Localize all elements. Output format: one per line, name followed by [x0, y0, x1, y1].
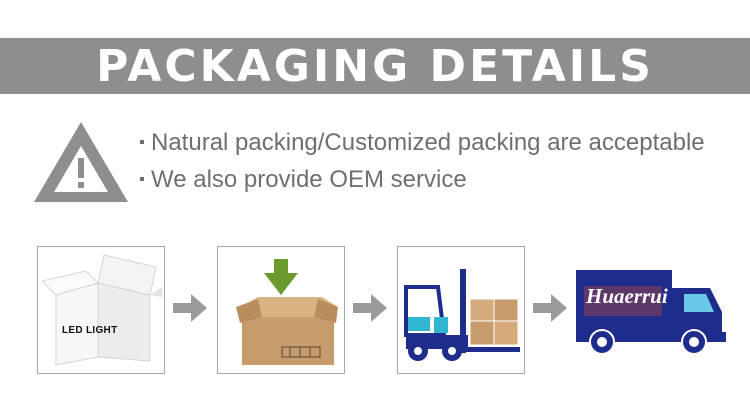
page-title: PACKAGING DETAILS	[96, 40, 654, 92]
arrow-right-icon	[533, 294, 567, 322]
bullet-icon	[140, 139, 144, 144]
note-item: We also provide OEM service	[138, 165, 738, 202]
header-banner: PACKAGING DETAILS	[0, 38, 750, 94]
bullet-icon	[140, 176, 144, 181]
carton-box-icon	[236, 259, 338, 365]
step-forklift	[397, 246, 525, 374]
arrow-right-icon	[353, 294, 387, 322]
note-item: Natural packing/Customized packing are a…	[138, 128, 738, 165]
down-arrow-icon	[264, 259, 298, 295]
note-text: We also provide OEM service	[151, 166, 467, 193]
truck-brand-text: Huaerrui	[586, 284, 668, 308]
step-carton-box	[217, 246, 345, 374]
forklift-icon	[404, 269, 520, 361]
step-delivery-truck: Huaerrui	[574, 262, 740, 358]
step-led-box: LED LIGHT	[37, 246, 165, 374]
box-label: LED LIGHT	[62, 325, 118, 336]
warning-triangle-icon	[34, 122, 128, 202]
arrow-right-icon	[173, 294, 207, 322]
note-text: Natural packing/Customized packing are a…	[151, 129, 705, 156]
white-box-icon	[38, 247, 164, 373]
delivery-truck-icon	[576, 270, 726, 355]
notes-list: Natural packing/Customized packing are a…	[138, 128, 738, 202]
